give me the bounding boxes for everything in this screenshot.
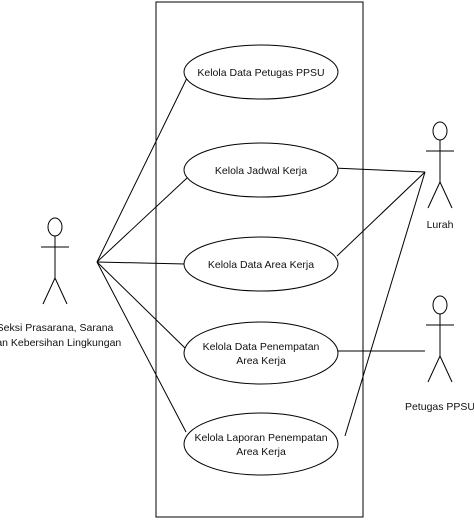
system-boundary [155, 1, 364, 518]
association-line-seksi-uc3 [96, 261, 186, 265]
use-case-label: Kelola Laporan Penempatan [194, 432, 327, 444]
use-case-label: Area Kerja [236, 355, 286, 367]
use-case-label: Area Kerja [236, 446, 286, 458]
use-case-ellipse [183, 321, 339, 385]
use-case-label: Kelola Jadwal Kerja [215, 165, 307, 177]
actor-label: Petugas PPSU [405, 401, 474, 413]
association-line-lurah-uc3 [336, 171, 426, 257]
use-case-uc3: Kelola Data Area Kerja [183, 236, 339, 292]
actor-stick-figure-icon [426, 121, 454, 209]
use-case-ellipse [183, 142, 339, 198]
actor-label: Lurah [427, 219, 454, 231]
use-case-uc1: Kelola Data Petugas PPSU [183, 44, 339, 100]
use-case-label: Kelola Data Penempatan [203, 341, 320, 353]
associations [96, 77, 426, 437]
use-case-label: Kelola Data Petugas PPSU [197, 67, 324, 79]
use-case-ellipse [183, 44, 339, 100]
actor-petugas: Petugas PPSU [405, 295, 474, 413]
use-case-label: Kelola Data Area Kerja [208, 259, 314, 271]
association-line-seksi-uc4 [96, 261, 187, 350]
actor-label: Dan Kebersihan Lingkungan [0, 337, 121, 349]
association-line-seksi-uc1 [96, 77, 188, 263]
actor-label: Seksi Prasarana, Sarana [0, 322, 114, 334]
use-case-ellipse [183, 412, 339, 476]
actor-stick-figure-icon [426, 295, 454, 383]
association-line-lurah-uc2 [332, 167, 426, 173]
actor-lurah: Lurah [426, 121, 454, 231]
association-line-lurah-uc5 [344, 171, 426, 437]
use-case-ellipse [183, 236, 339, 292]
association-line-seksi-uc5 [96, 261, 187, 433]
actor-stick-figure-icon [41, 217, 69, 305]
use-case-uc2: Kelola Jadwal Kerja [183, 142, 339, 198]
association-line-seksi-uc2 [96, 177, 188, 263]
use-cases: Kelola Data Petugas PPSU Kelola Jadwal Ke… [183, 44, 339, 476]
